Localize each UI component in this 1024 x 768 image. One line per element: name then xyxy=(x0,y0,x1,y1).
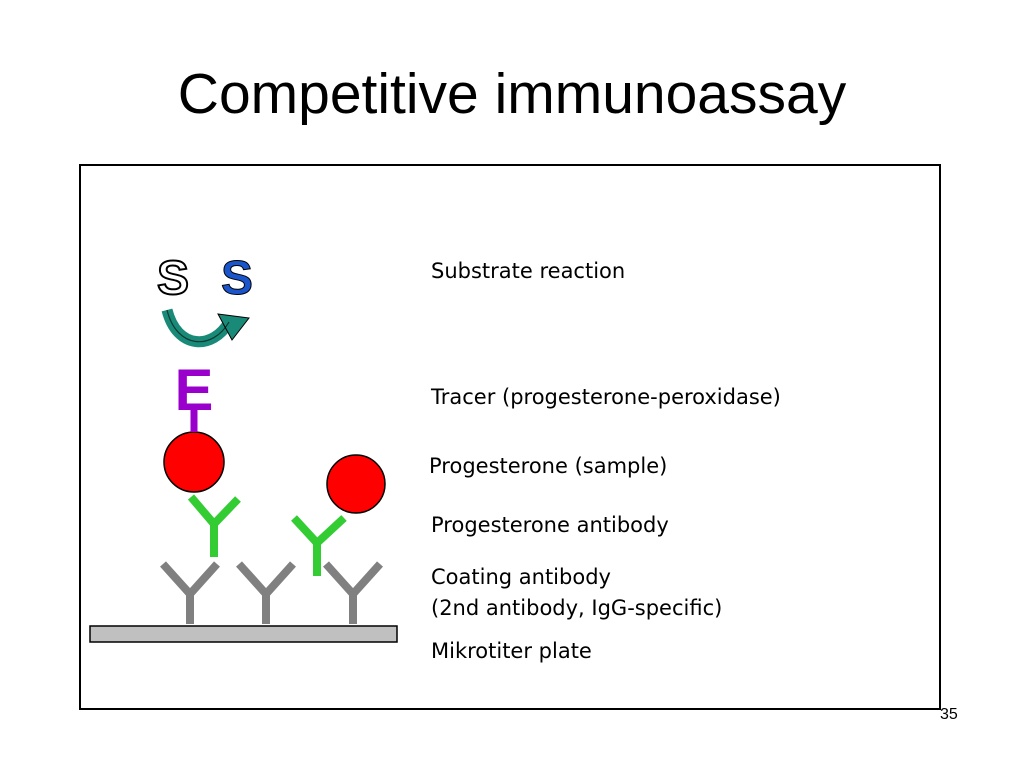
coating-antibody-3 xyxy=(323,561,383,624)
substrate-symbol-before: S xyxy=(157,252,189,305)
slide-number: 35 xyxy=(940,706,958,723)
slide-title: Competitive immunoassay xyxy=(177,62,847,126)
progesterone-sample-circle xyxy=(326,454,386,514)
label-substrate-reaction: Substrate reaction xyxy=(431,259,626,283)
microtiter-plate-shape xyxy=(89,625,398,643)
progesterone-antibody-2 xyxy=(291,515,347,576)
coating-antibody-1 xyxy=(160,561,220,624)
label-microtiter-plate: Mikrotiter plate xyxy=(431,639,592,663)
substrate-symbol-after: S xyxy=(221,252,253,305)
label-progesterone-antibody: Progesterone antibody xyxy=(431,513,669,537)
enzyme-symbol: E xyxy=(175,358,214,423)
progesterone-tracer-circle xyxy=(163,431,225,493)
label-tracer: Tracer (progesterone-peroxidase) xyxy=(431,385,781,409)
diagram-frame: E S S Substrate reaction Tracer (progest… xyxy=(79,164,941,710)
label-progesterone-sample: Progesterone (sample) xyxy=(429,454,668,478)
progesterone-antibody-1 xyxy=(187,494,241,557)
diagram-illustration: E S S xyxy=(89,251,398,643)
label-coating-antibody-detail: (2nd antibody, IgG-specific) xyxy=(431,596,723,620)
coating-antibody-2 xyxy=(236,561,296,624)
label-coating-antibody: Coating antibody xyxy=(431,565,611,589)
